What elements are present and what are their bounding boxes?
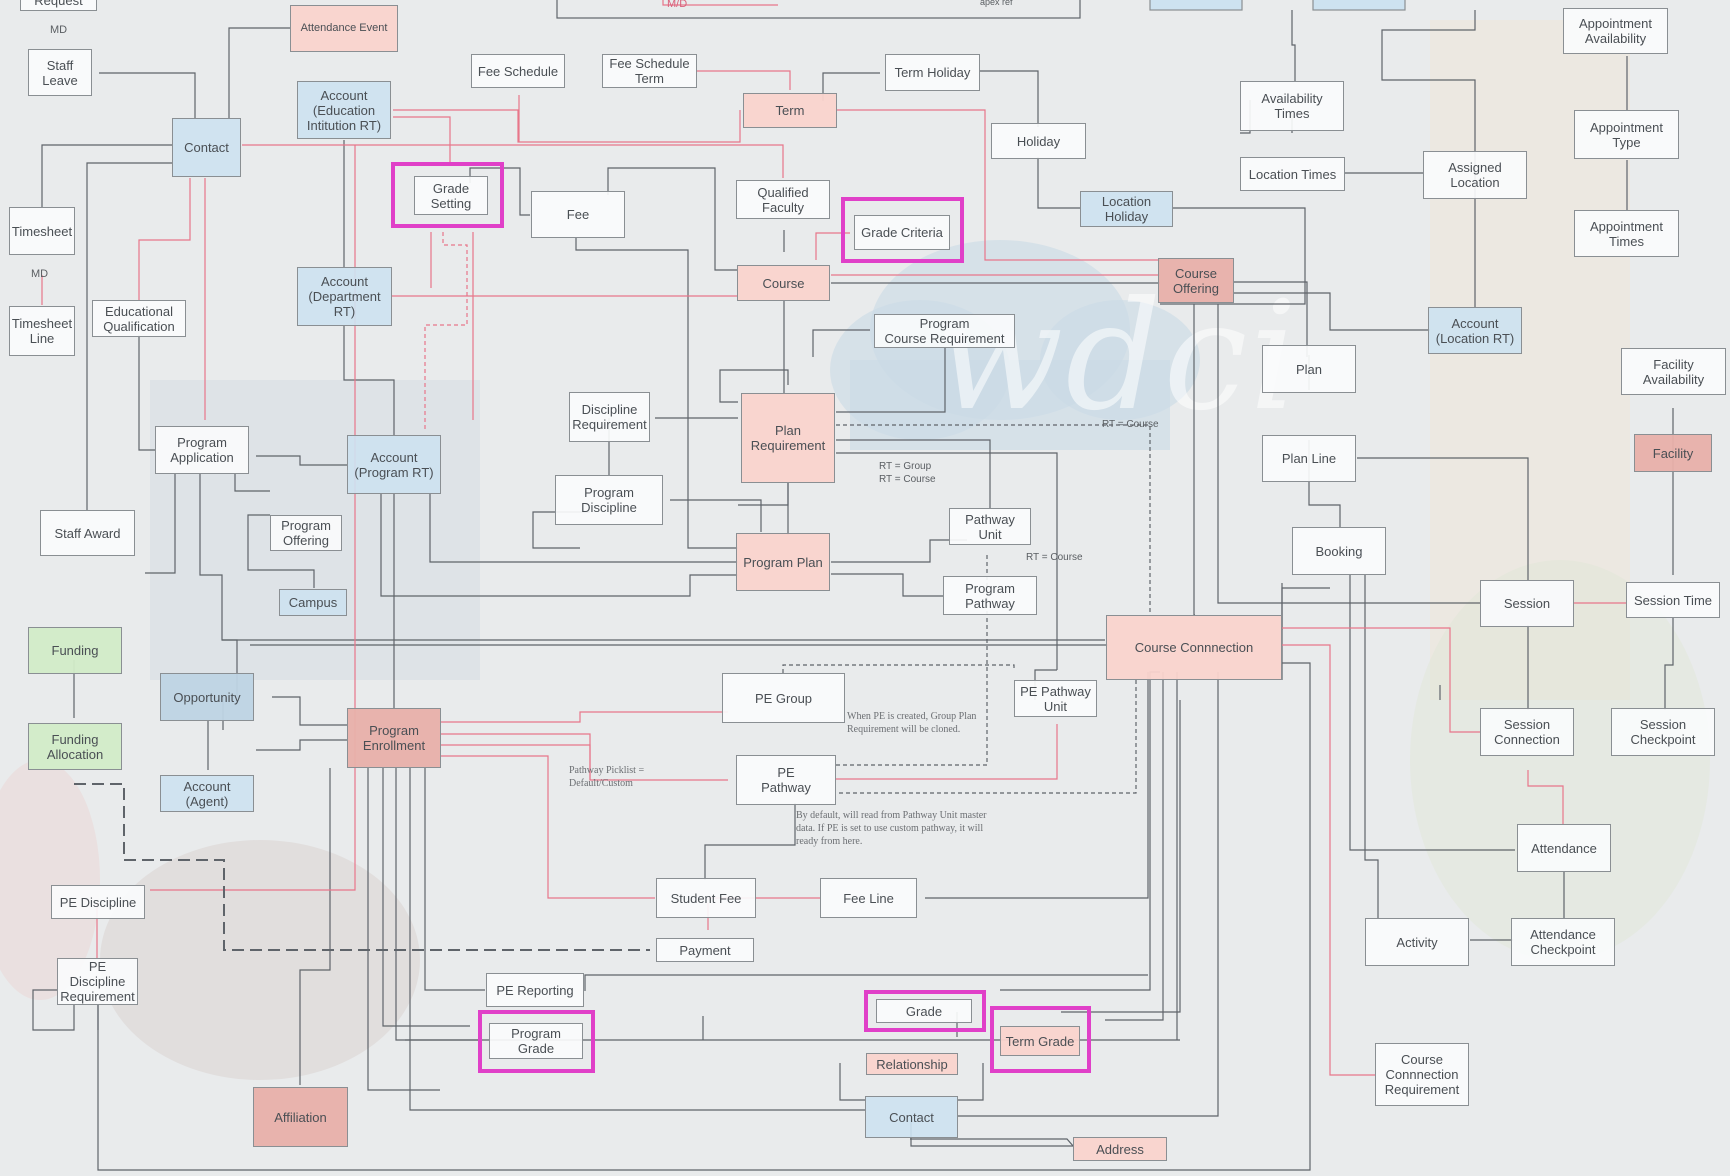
entity-account-education[interactable]: Account (Education Intitution RT)	[297, 81, 391, 139]
entity-grade[interactable]: Grade	[876, 999, 972, 1023]
note-pe-group: When PE is created, Group Plan Requireme…	[847, 711, 977, 735]
watermark-logo: wdci	[935, 270, 1300, 444]
label-rt-course-2: RT = Course	[1026, 552, 1083, 563]
label-rt-course-1: RT = Course	[1102, 419, 1159, 430]
entity-appointment-times[interactable]: Appointment Times	[1574, 210, 1679, 257]
entity-activity[interactable]: Activity	[1365, 918, 1469, 966]
entity-facility-availability[interactable]: Facility Availability	[1621, 348, 1726, 395]
entity-request[interactable]: Request	[20, 0, 97, 11]
entity-pe-reporting[interactable]: PE Reporting	[486, 973, 584, 1007]
entity-booking[interactable]: Booking	[1292, 527, 1386, 575]
entity-attendance-event[interactable]: Attendance Event	[290, 5, 398, 52]
entity-fee-schedule-term[interactable]: Fee Schedule Term	[602, 54, 697, 88]
entity-pe-pathway-unit[interactable]: PE Pathway Unit	[1014, 680, 1097, 717]
highlight-grade-setting	[391, 162, 504, 228]
entity-affiliation[interactable]: Affiliation	[253, 1087, 348, 1147]
label-md-timesheet: MD	[31, 268, 49, 280]
entity-contact-bottom[interactable]: Contact	[865, 1096, 958, 1138]
entity-account-department[interactable]: Account (Department RT)	[297, 267, 392, 326]
highlight-grade-criteria	[841, 197, 964, 263]
entity-pe-discipline-requirement[interactable]: PE Discipline Requirement	[57, 958, 138, 1005]
entity-funding-allocation[interactable]: Funding Allocation	[28, 723, 122, 770]
entity-program-course-requirement[interactable]: Program Course Requirement	[874, 314, 1015, 348]
entity-program-enrollment[interactable]: Program Enrollment	[347, 708, 441, 768]
highlight-term-grade	[990, 1006, 1091, 1073]
entity-appointment-availability[interactable]: Appointment Availability	[1563, 8, 1668, 54]
label-apex-ref: apex ref	[980, 0, 1013, 7]
entity-pe-group[interactable]: PE Group	[722, 673, 845, 723]
entity-session-connection[interactable]: Session Connection	[1480, 708, 1574, 756]
entity-holiday[interactable]: Holiday	[991, 123, 1086, 159]
entity-plan[interactable]: Plan	[1262, 345, 1356, 393]
entity-program-pathway[interactable]: Program Pathway	[943, 576, 1037, 615]
entity-facility[interactable]: Facility	[1634, 434, 1712, 472]
entity-discipline-requirement[interactable]: Discipline Requirement	[569, 392, 650, 442]
entity-pathway-unit[interactable]: Pathway Unit	[949, 508, 1031, 545]
label-rt-group-course: RT = Group RT = Course	[879, 461, 936, 485]
entity-term[interactable]: Term	[743, 93, 837, 128]
entity-opportunity[interactable]: Opportunity	[160, 673, 254, 721]
entity-session-time[interactable]: Session Time	[1626, 582, 1720, 618]
entity-session[interactable]: Session	[1480, 580, 1574, 627]
entity-program-offering[interactable]: Program Offering	[270, 515, 342, 551]
highlight-grade	[864, 990, 986, 1032]
entity-educational-qualification[interactable]: Educational Qualification	[92, 300, 186, 337]
entity-pe-discipline[interactable]: PE Discipline	[51, 885, 145, 919]
entity-contact-top[interactable]: Contact	[172, 118, 241, 177]
entity-appointment-type[interactable]: Appointment Type	[1574, 110, 1679, 159]
entity-account-location[interactable]: Account (Location RT)	[1428, 307, 1522, 354]
entity-staff-leave[interactable]: Staff Leave	[28, 49, 92, 96]
entity-grade-criteria[interactable]: Grade Criteria	[854, 215, 950, 250]
entity-fee-line[interactable]: Fee Line	[820, 878, 917, 918]
entity-payment[interactable]: Payment	[656, 938, 754, 962]
entity-program-grade[interactable]: Program Grade	[489, 1023, 583, 1059]
entity-fee-schedule[interactable]: Fee Schedule	[471, 54, 565, 88]
entity-course-offering[interactable]: Course Offering	[1158, 258, 1234, 303]
entity-assigned-location[interactable]: Assigned Location	[1423, 151, 1527, 199]
entity-course[interactable]: Course	[737, 265, 830, 301]
entity-program-discipline[interactable]: Program Discipline	[555, 475, 663, 525]
entity-account-program[interactable]: Account (Program RT)	[347, 435, 441, 494]
entity-term-grade[interactable]: Term Grade	[1000, 1026, 1080, 1056]
entity-course-connection-requirement[interactable]: Course Connnection Requirement	[1375, 1043, 1469, 1106]
label-md-top-red: M/D	[667, 0, 688, 10]
entity-course-connection[interactable]: Course Connnection	[1106, 615, 1282, 680]
entity-program-application[interactable]: Program Application	[155, 426, 249, 474]
entity-funding[interactable]: Funding	[28, 627, 122, 674]
entity-fee[interactable]: Fee	[531, 191, 625, 238]
entity-relationship[interactable]: Relationship	[866, 1053, 958, 1075]
entity-qualified-faculty[interactable]: Qualified Faculty	[736, 180, 830, 219]
entity-staff-award[interactable]: Staff Award	[40, 510, 135, 556]
entity-availability-times[interactable]: Availability Times	[1240, 81, 1344, 131]
entity-term-holiday[interactable]: Term Holiday	[885, 54, 980, 91]
entity-address[interactable]: Address	[1073, 1137, 1167, 1161]
entity-pe-pathway[interactable]: PE Pathway	[736, 755, 836, 805]
entity-session-checkpoint[interactable]: Session Checkpoint	[1611, 708, 1715, 756]
entity-campus[interactable]: Campus	[279, 589, 347, 616]
note-pathway-picklist: Pathway Picklist = Default/Custom	[569, 765, 645, 789]
entity-plan-line[interactable]: Plan Line	[1262, 435, 1356, 482]
entity-attendance[interactable]: Attendance	[1517, 824, 1611, 872]
entity-student-fee[interactable]: Student Fee	[656, 878, 756, 918]
entity-timesheet[interactable]: Timesheet	[9, 207, 75, 255]
entity-attendance-checkpoint[interactable]: Attendance Checkpoint	[1511, 918, 1615, 966]
entity-grade-setting[interactable]: Grade Setting	[414, 176, 488, 215]
note-pe-pathway: By default, will read from Pathway Unit …	[796, 810, 987, 847]
entity-plan-requirement[interactable]: Plan Requirement	[741, 393, 835, 483]
entity-program-plan[interactable]: Program Plan	[736, 533, 830, 591]
entity-location-holiday[interactable]: Location Holiday	[1080, 191, 1173, 227]
entity-account-agent[interactable]: Account (Agent)	[160, 775, 254, 812]
entity-location-times[interactable]: Location Times	[1240, 157, 1345, 191]
label-md-top: MD	[50, 24, 68, 36]
highlight-program-grade	[478, 1010, 595, 1073]
entity-timesheet-line[interactable]: Timesheet Line	[9, 306, 75, 356]
